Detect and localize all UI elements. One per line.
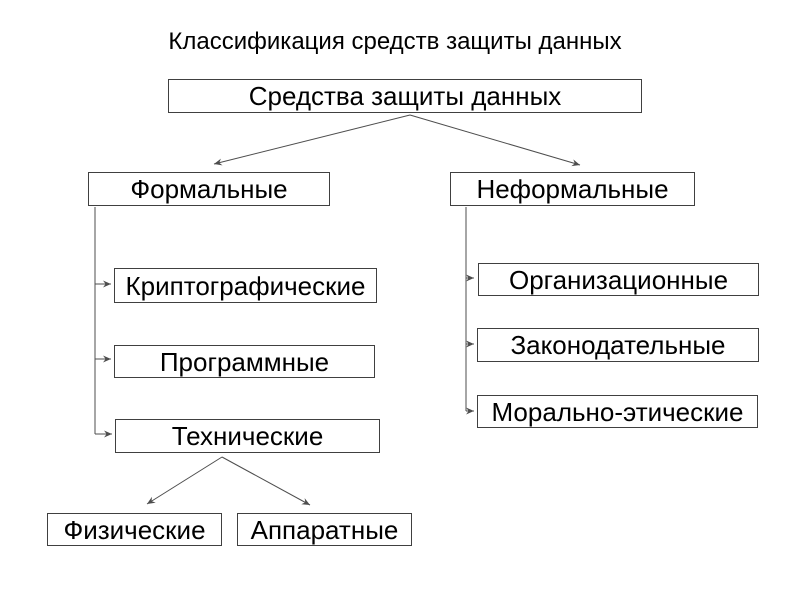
- diagram-title: Классификация средств защиты данных: [168, 28, 622, 55]
- node-software: Программные: [114, 345, 375, 378]
- node-physical: Физические: [47, 513, 222, 546]
- node-root: Средства защиты данных: [168, 79, 642, 113]
- node-hardware: Аппаратные: [237, 513, 412, 546]
- node-informal: Неформальные: [450, 172, 695, 206]
- node-technical: Технические: [115, 419, 380, 453]
- node-moral-ethical: Морально-этические: [477, 395, 758, 428]
- node-formal: Формальные: [88, 172, 330, 206]
- node-legislative: Законодательные: [477, 328, 759, 362]
- node-organizational: Организационные: [478, 263, 759, 296]
- node-cryptographic: Криптографические: [114, 268, 377, 303]
